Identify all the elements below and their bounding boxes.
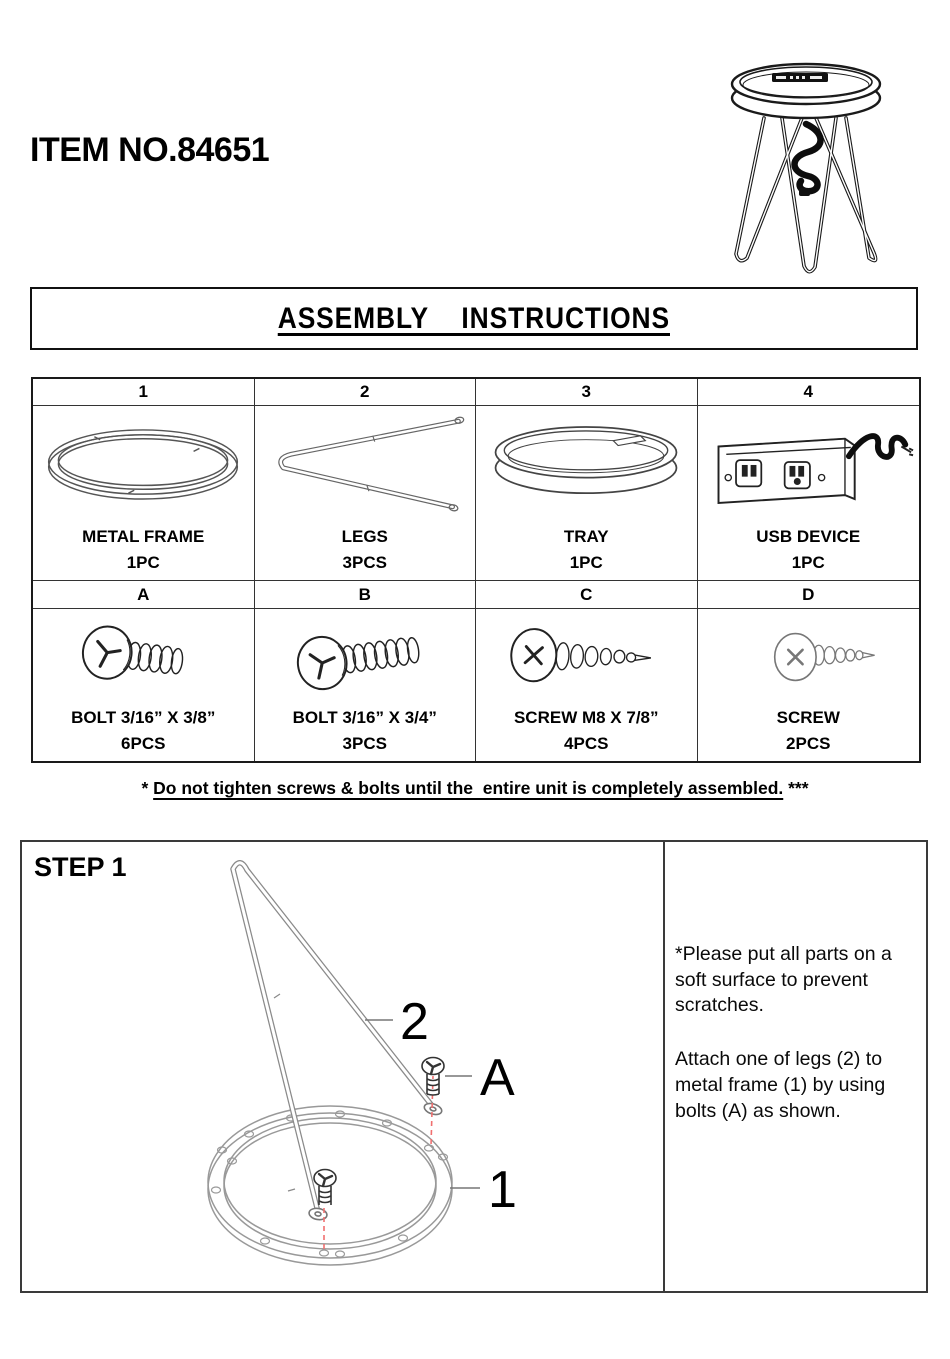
parts-table: 1 2 3 4 METAL FRAME 1PC <box>31 377 921 763</box>
note-suffix: *** <box>783 778 809 798</box>
callout-bolt-a: A <box>480 1049 515 1107</box>
col-header-2: 2 <box>254 379 476 406</box>
hardware-screw-m8: SCREW M8 X 7/8” 4PCS <box>476 609 698 761</box>
hardware-qty: 3PCS <box>342 734 387 753</box>
part-qty: 3PCS <box>342 553 387 572</box>
part-qty: 1PC <box>569 553 603 572</box>
hardware-name: SCREW M8 X 7/8” <box>513 708 659 727</box>
screw-tapered-icon <box>510 628 652 683</box>
note-underlined-text: Do not tighten screws & bolts until the … <box>153 778 784 798</box>
part-metal-frame: METAL FRAME 1PC <box>33 406 255 581</box>
frame-holes <box>210 1110 449 1258</box>
hardware-bolt-short: BOLT 3/16” X 3/8” 6PCS <box>33 609 255 761</box>
item-number: ITEM NO.84651 <box>30 131 270 169</box>
hw-header-b: B <box>254 581 476 609</box>
hw-header-d: D <box>697 581 919 609</box>
screw-small-icon <box>774 632 875 682</box>
step-1-section: STEP 1 <box>20 840 928 1293</box>
col-header-1: 1 <box>33 379 255 406</box>
step-1-diagram: 2 A 1 <box>207 860 517 1266</box>
hardware-screw-small: SCREW 2PCS <box>698 609 920 761</box>
part-name: USB DEVICE <box>756 527 861 546</box>
part-legs: LEGS 3PCS <box>254 406 476 581</box>
callout-leg-2: 2 <box>400 993 429 1051</box>
col-header-4: 4 <box>697 379 919 406</box>
hardware-name: SCREW <box>776 708 840 727</box>
tighten-warning-note: * Do not tighten screws & bolts until th… <box>0 778 950 799</box>
hardware-qty: 2PCS <box>786 734 831 753</box>
bolt-insert-guides <box>323 1075 434 1251</box>
part-name: TRAY <box>563 527 609 546</box>
step-1-text-panel: *Please put all parts on a soft surface … <box>663 842 926 1291</box>
part-qty: 1PC <box>791 553 825 572</box>
bolt-short-icon <box>82 625 184 680</box>
part-tray: TRAY 1PC <box>476 406 698 581</box>
hw-header-c: C <box>476 581 698 609</box>
hardware-bolt-long: BOLT 3/16” X 3/4” 3PCS <box>255 609 476 761</box>
callout-frame-1: 1 <box>488 1161 517 1219</box>
bolt-long-icon <box>296 635 420 691</box>
col-header-3: 3 <box>476 379 698 406</box>
step-1-title: STEP 1 <box>34 852 127 882</box>
title-box: ASSEMBLY INSTRUCTIONS <box>30 287 918 350</box>
hardware-qty: 4PCS <box>564 734 609 753</box>
power-cord-illustration <box>791 120 824 195</box>
bolt-a-upper <box>421 1056 445 1096</box>
hardware-name: BOLT 3/16” X 3/4” <box>292 708 437 727</box>
part-qty: 1PC <box>126 553 160 572</box>
step-1-tip: *Please put all parts on a soft surface … <box>675 943 892 1017</box>
part-name: METAL FRAME <box>82 527 205 546</box>
usb-device-on-table <box>772 73 828 82</box>
usb-device-icon <box>717 433 914 504</box>
assembled-table-illustration <box>730 62 882 274</box>
page-title: ASSEMBLY INSTRUCTIONS <box>277 301 671 335</box>
hardware-qty: 6PCS <box>121 734 166 753</box>
metal-frame-icon <box>48 429 239 500</box>
part-usb-device: USB DEVICE 1PC <box>697 406 919 581</box>
hw-header-a: A <box>33 581 255 609</box>
step-1-instruction: Attach one of legs (2) to metal frame (1… <box>675 1048 886 1122</box>
hairpin-leg-icon <box>278 416 465 512</box>
bolt-a-lower <box>313 1168 337 1205</box>
hardware-name: BOLT 3/16” X 3/8” <box>71 708 216 727</box>
tray-icon <box>494 426 678 495</box>
part-name: LEGS <box>341 527 388 546</box>
note-prefix: * <box>141 778 154 798</box>
